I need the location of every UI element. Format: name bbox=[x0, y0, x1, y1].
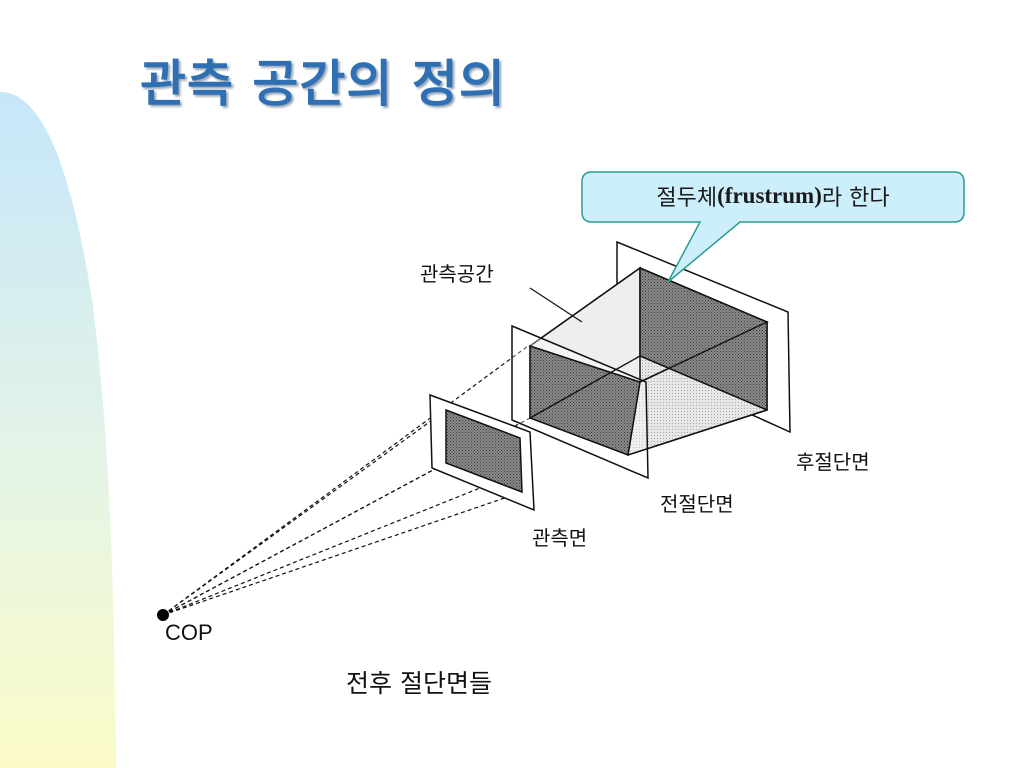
label-far-plane: 후절단면 bbox=[796, 450, 870, 474]
callout-text-ko-after: 라 한다 bbox=[821, 186, 890, 211]
cop-point bbox=[157, 609, 169, 621]
callout-text-ko-before: 절두체 bbox=[656, 186, 718, 211]
label-near-plane: 전절단면 bbox=[660, 492, 734, 516]
slide-title: 관측 공간의 정의 bbox=[140, 55, 506, 113]
view-plane-image bbox=[445, 408, 523, 494]
callout-text-latin: (frustrum) bbox=[717, 183, 822, 208]
label-view-plane: 관측면 bbox=[532, 526, 588, 550]
label-viewing-volume: 관측공간 bbox=[420, 262, 494, 286]
projection-lines bbox=[162, 345, 531, 616]
diagram-caption: 전후 절단면들 bbox=[346, 669, 492, 698]
viewing-volume-leader bbox=[529, 287, 583, 323]
decorative-side-wave bbox=[0, 92, 116, 768]
frustum-callout bbox=[581, 171, 965, 283]
callout-text: 절두체(frustrum)라 한다 bbox=[582, 172, 964, 220]
label-cop: COP bbox=[165, 620, 213, 645]
